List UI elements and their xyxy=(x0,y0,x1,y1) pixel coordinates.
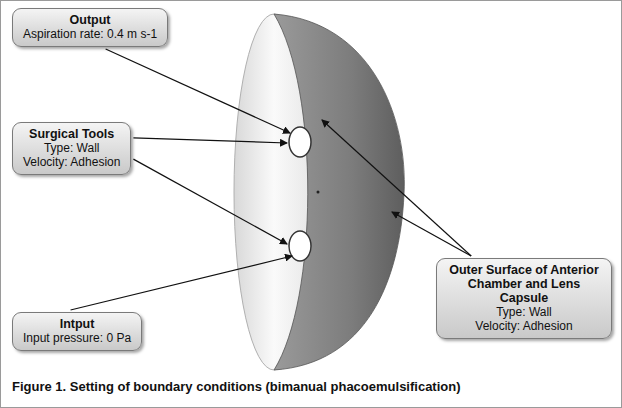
box-value: Velocity: Adhesion xyxy=(23,155,120,169)
leader-arrow xyxy=(322,120,471,256)
box-value: Velocity: Adhesion xyxy=(447,319,601,333)
leader-arrow xyxy=(133,159,287,244)
surgical-tools-box: Surgical ToolsType: WallVelocity: Adhesi… xyxy=(12,122,131,175)
output-box: OutputAspiration rate: 0.4 m s-1 xyxy=(12,8,168,47)
box-heading: Output xyxy=(23,13,157,27)
box-heading: Surgical Tools xyxy=(23,127,120,141)
outer-surface-box: Outer Surface of Anterior Chamber and Le… xyxy=(436,258,612,339)
lens-capsule-surface xyxy=(274,14,404,370)
center-dot xyxy=(317,191,320,194)
leader-arrow xyxy=(106,49,290,133)
box-heading: Intput xyxy=(23,317,131,331)
tool-port xyxy=(289,127,311,157)
box-value: Type: Wall xyxy=(447,305,601,319)
leader-arrow xyxy=(392,212,471,256)
box-value: Type: Wall xyxy=(23,141,120,155)
box-heading: Outer Surface of Anterior Chamber and Le… xyxy=(447,263,601,305)
leader-arrow xyxy=(133,138,287,143)
tool-port xyxy=(289,231,311,261)
box-value: Aspiration rate: 0.4 m s-1 xyxy=(23,27,157,41)
leader-arrow xyxy=(71,256,292,310)
input-box: IntputInput pressure: 0 Pa xyxy=(12,312,142,351)
figure-caption: Figure 1. Setting of boundary conditions… xyxy=(12,379,461,394)
box-value: Input pressure: 0 Pa xyxy=(23,331,131,345)
